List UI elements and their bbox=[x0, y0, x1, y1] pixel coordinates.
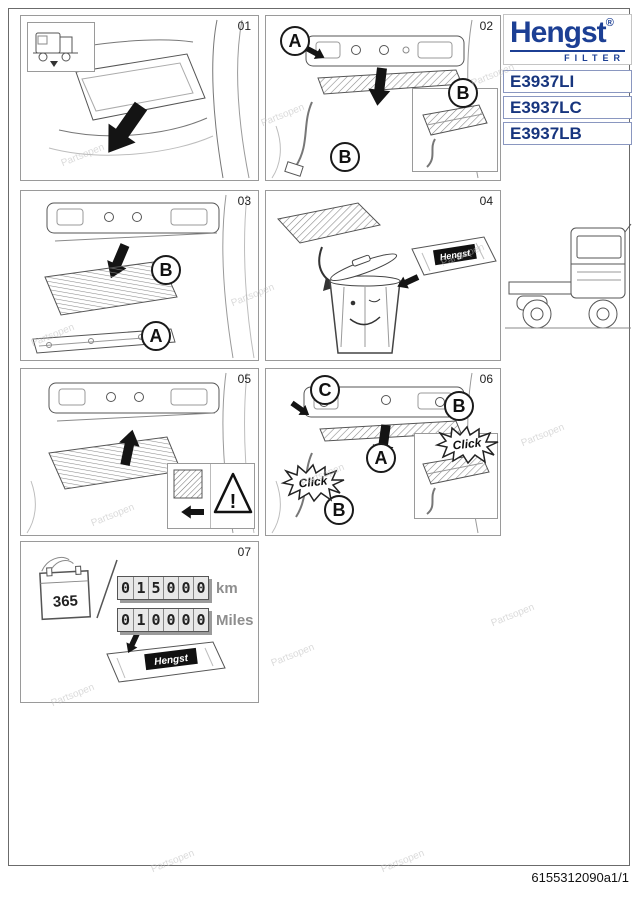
mini-truck-icon bbox=[33, 32, 78, 67]
click-burst: Click bbox=[280, 463, 346, 503]
location-pointer-icon bbox=[50, 61, 58, 67]
truck-illustration bbox=[503, 198, 635, 365]
starburst-icon bbox=[434, 425, 499, 465]
cartridge-detail-icon bbox=[422, 104, 488, 168]
panel-number: 03 bbox=[237, 194, 251, 208]
page-frame bbox=[8, 8, 630, 866]
warning-cell: ! bbox=[211, 464, 254, 528]
trash-can-icon bbox=[329, 253, 401, 354]
cartridge-inset bbox=[412, 88, 498, 172]
part-number: E3937LI bbox=[503, 70, 632, 93]
miles-counter: 0 1 0 0 0 0 Miles bbox=[117, 608, 254, 632]
counter-digit: 5 bbox=[148, 577, 163, 599]
step-label-c: C bbox=[310, 375, 340, 405]
step-label-b: B bbox=[448, 78, 478, 108]
step-label-b: B bbox=[324, 495, 354, 525]
brand-logo: Hengst® FILTER bbox=[503, 14, 632, 65]
replacement-filter-product: Hengst bbox=[106, 632, 226, 683]
orientation-warning-inset: ! bbox=[167, 463, 255, 529]
step-label-a: A bbox=[280, 26, 310, 56]
warning-exclamation: ! bbox=[230, 491, 237, 513]
counter-digit: 0 bbox=[178, 609, 193, 631]
illustration-remove-cover bbox=[271, 19, 479, 179]
panel-number: 04 bbox=[479, 194, 493, 208]
panel-number: 07 bbox=[237, 545, 251, 559]
panel-02: 02 bbox=[265, 15, 501, 181]
panel-04: 04 bbox=[265, 190, 501, 361]
truck-side-view-icon bbox=[505, 223, 632, 329]
panel-06: 06 bbox=[265, 368, 501, 536]
counter-digit: 0 bbox=[148, 609, 163, 631]
arrow-insert-up-icon bbox=[119, 429, 140, 466]
step-label-b: B bbox=[151, 255, 181, 285]
miles-odometer: 0 1 0 0 0 0 bbox=[117, 608, 209, 632]
panel-number: 01 bbox=[237, 19, 251, 33]
starburst-icon bbox=[280, 463, 345, 503]
slash-divider bbox=[96, 559, 118, 619]
counter-digit: 1 bbox=[133, 577, 148, 599]
km-counter: 0 1 5 0 0 0 km bbox=[117, 576, 238, 600]
panel-number: 02 bbox=[479, 19, 493, 33]
calendar-icon: 365 bbox=[39, 556, 92, 621]
registered-mark-icon: ® bbox=[605, 17, 614, 29]
part-number: E3937LC bbox=[503, 96, 632, 119]
calendar-days: 365 bbox=[52, 592, 78, 610]
counter-digit: 0 bbox=[118, 577, 133, 599]
document-code: 6155312090a1/1 bbox=[531, 870, 629, 885]
step-label-b: B bbox=[444, 391, 474, 421]
illustration-remove-filter bbox=[32, 194, 255, 359]
arrow-to-screw-icon bbox=[304, 45, 325, 60]
brand-wordmark: Hengst® bbox=[510, 17, 625, 49]
step-label-a: A bbox=[366, 443, 396, 473]
panel-03: 03 B A bbox=[20, 190, 259, 361]
illustration-service-interval: 365 Hengst bbox=[39, 556, 226, 683]
arrow-down-icon bbox=[368, 67, 391, 106]
counter-digit: 0 bbox=[193, 609, 208, 631]
arrow-to-screw-icon bbox=[290, 400, 310, 415]
panel-05: 05 bbox=[20, 368, 259, 536]
km-unit-label: km bbox=[216, 579, 238, 597]
counter-digit: 0 bbox=[178, 577, 193, 599]
counter-digit: 0 bbox=[193, 577, 208, 599]
counter-digit: 0 bbox=[163, 609, 178, 631]
brand-name: Hengst bbox=[510, 16, 607, 49]
warning-triangle-icon: ! bbox=[213, 472, 253, 514]
panel-number: 05 bbox=[237, 372, 251, 386]
step-label-b: B bbox=[330, 142, 360, 172]
arrow-down-left-icon bbox=[108, 101, 148, 153]
counter-digit: 0 bbox=[118, 609, 133, 631]
part-number: E3937LB bbox=[503, 122, 632, 145]
brand-subtitle: FILTER bbox=[510, 49, 625, 63]
step-label-a: A bbox=[141, 321, 171, 351]
miles-unit-label: Miles bbox=[216, 611, 254, 629]
arrow-discard-icon bbox=[397, 274, 420, 289]
cartridge-detail-icon bbox=[422, 453, 490, 515]
panel-01: 01 bbox=[20, 15, 259, 181]
illustration-dispose-filter: Hengst bbox=[277, 202, 497, 354]
counter-digit: 0 bbox=[163, 577, 178, 599]
illustration-glovebox-location bbox=[40, 19, 250, 179]
airflow-direction-cell bbox=[168, 464, 211, 528]
truck-location-inset bbox=[27, 22, 95, 72]
panel-07: 07 365 bbox=[20, 541, 259, 703]
arrow-install-icon bbox=[126, 632, 140, 653]
product-label: Hengst bbox=[439, 248, 472, 263]
product-label: Hengst bbox=[154, 653, 190, 668]
panel-number: 06 bbox=[479, 372, 493, 386]
filter-surface-arrow-icon bbox=[173, 469, 204, 519]
counter-digit: 1 bbox=[133, 609, 148, 631]
km-odometer: 0 1 5 0 0 0 bbox=[117, 576, 209, 600]
new-filter-product: Hengst bbox=[411, 236, 497, 276]
click-burst: Click bbox=[434, 425, 500, 465]
